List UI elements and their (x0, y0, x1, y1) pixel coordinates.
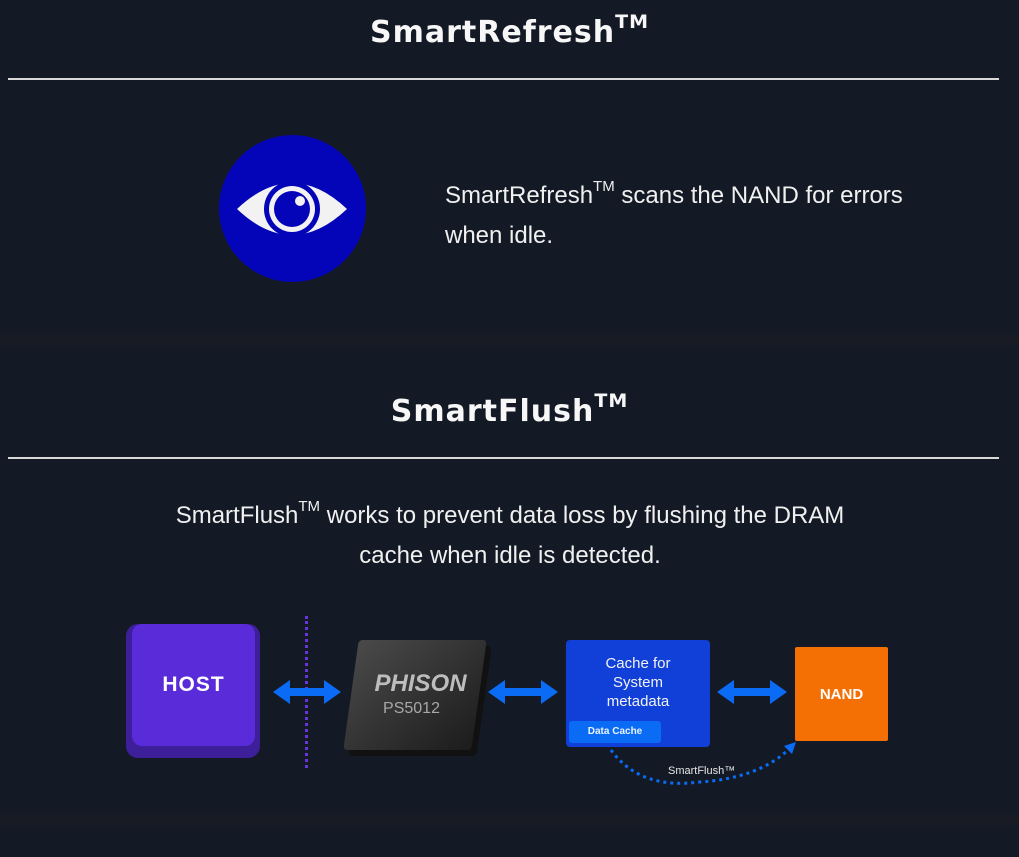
desc-lead: SmartFlush (175, 502, 299, 529)
double-arrow-icon (273, 680, 341, 704)
next-section (0, 825, 1019, 857)
dotted-arrow-head-icon (784, 742, 796, 754)
section-gap (0, 335, 1019, 345)
smartrefresh-description: SmartRefreshTM scans the NAND for errors… (445, 170, 905, 256)
trademark: TM (593, 178, 615, 195)
data-cache-badge: Data Cache (569, 721, 661, 743)
trademark: TM (615, 11, 649, 33)
nand-block: NAND (795, 647, 888, 741)
smartflush-description: SmartFlushTM works to prevent data loss … (150, 490, 870, 576)
desc-lead: SmartRefresh (445, 182, 594, 209)
smartflush-flow-label: SmartFlush™ (668, 765, 736, 777)
cache-block: Cache for System metadata Data Cache (566, 640, 710, 747)
host-label: HOST (132, 624, 255, 746)
smartrefresh-section: SmartRefreshTM SmartRefreshTM scans the … (0, 0, 1019, 335)
heading-divider (8, 78, 999, 80)
cache-line: metadata (606, 693, 670, 710)
desc-rest: works to prevent data loss by flushing t… (320, 502, 845, 569)
smartrefresh-heading: SmartRefreshTM (0, 11, 1019, 50)
desc-rest: scans the NAND for errors when idle. (445, 182, 903, 249)
double-arrow-icon (717, 680, 787, 704)
trademark: TM (298, 498, 321, 515)
cache-line: Cache for (605, 655, 671, 672)
heading-text: SmartFlush (390, 394, 595, 429)
smartflush-heading: SmartFlushTM (0, 390, 1019, 429)
heading-text: SmartRefresh (370, 15, 616, 50)
smartflush-dotted-arrow (609, 746, 792, 785)
cache-label: Cache for System metadata (566, 654, 710, 711)
section-gap (0, 815, 1019, 825)
eye-icon (219, 135, 366, 282)
eye-glyph (237, 181, 347, 237)
cache-line: System (612, 674, 663, 691)
trademark: TM (594, 390, 629, 412)
heading-divider (8, 457, 999, 459)
host-block: HOST (126, 624, 260, 758)
double-arrow-icon (488, 680, 558, 704)
